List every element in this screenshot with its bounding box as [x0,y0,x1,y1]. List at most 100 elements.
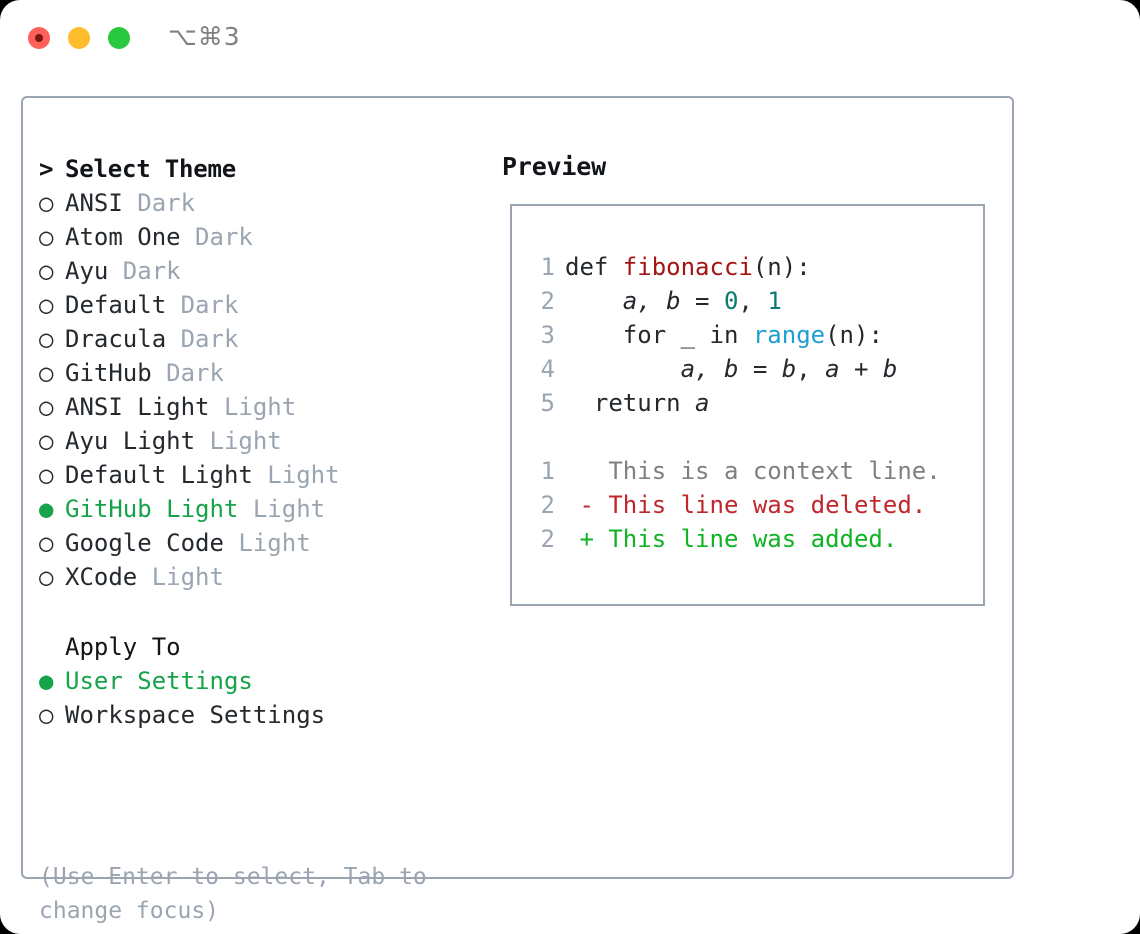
close-button[interactable] [28,27,50,49]
theme-list-item[interactable]: ● GitHub Light Light [39,492,479,526]
theme-name: ANSI [65,189,123,217]
radio-unselected-icon: ○ [39,701,54,729]
theme-variant: Light [223,529,311,557]
line-number: 2 [540,491,555,519]
line-number: 2 [540,525,555,553]
theme-list-item[interactable]: ○ANSI Light Light [39,390,479,424]
theme-variant: Dark [166,291,239,319]
line-number: 5 [540,389,555,417]
radio-unselected-icon: ○ [39,325,54,353]
diff-line: 2 + This line was added. [529,522,977,556]
theme-list-item[interactable]: ○Atom One Dark [39,220,479,254]
apply-to-header: Apply To [65,633,181,661]
window-title: ⌥⌘3 [168,22,241,51]
theme-variant: Dark [151,359,224,387]
code-token: b [781,355,797,383]
code-token: return [565,389,696,417]
radio-unselected-icon: ○ [39,427,54,455]
theme-name: Ayu Light [65,427,196,455]
code-token: (n): [752,253,811,281]
code-token: fibonacci [622,253,753,281]
diff-text: This is a context line. [565,457,941,485]
maximize-button[interactable] [108,27,130,49]
code-line: 3 for _ in range(n): [529,318,977,352]
line-number: 2 [540,287,555,315]
line-number: 1 [540,253,555,281]
code-token: (n): [825,321,883,349]
code-token: , [796,355,826,383]
theme-list-item[interactable]: ○ Default Dark [39,288,479,322]
code-line: 2 a, b = 0, 1 [529,284,977,318]
theme-name: Default [65,291,167,319]
code-token: 1 [767,287,782,315]
code-token: a, b [622,287,681,315]
theme-variant: Light [195,427,282,455]
apply-to-label: User Settings [65,667,253,695]
keyboard-hint: (Use Enter to select, Tab to change focu… [39,864,427,924]
code-spacer [529,420,977,454]
theme-variant: Dark [166,325,239,353]
radio-unselected-icon: ○ [39,189,54,217]
code-token [565,287,623,315]
theme-name: Default Light [65,461,253,489]
theme-picker-header-label: Select Theme [65,155,236,183]
theme-variant: Dark [108,257,181,285]
theme-variant: Dark [180,223,253,251]
diff-line: 1 This is a context line. [529,454,977,488]
section-spacer [39,594,479,630]
code-token: b [882,355,898,383]
theme-variant: Dark [122,189,196,217]
theme-name: GitHub Light [65,495,239,523]
diff-line: 2 - This line was deleted. [529,488,977,522]
radio-unselected-icon: ○ [39,563,54,591]
diff-text: - This line was deleted. [565,491,927,519]
radio-unselected-icon: ○ [39,291,54,319]
main-panel: >Select Theme ○ANSI Dark○Atom One Dark○A… [21,96,1014,924]
code-token: 0 [723,287,739,315]
line-number: 4 [540,355,555,383]
theme-list-item[interactable]: ○ Ayu Dark [39,254,479,288]
minimize-button[interactable] [68,27,90,49]
code-token: a [695,389,710,417]
code-token: , [738,287,768,315]
code-token: a [825,355,840,383]
theme-list-item[interactable]: ○GitHub Dark [39,356,479,390]
code-token [565,355,681,383]
theme-list-item[interactable]: ○ ANSI Dark [39,186,479,220]
theme-variant: Light [137,563,224,591]
code-token: for _ in [565,321,753,349]
theme-list-item[interactable]: ○ Default Light Light [39,458,479,492]
theme-variant: Light [252,461,340,489]
radio-selected-icon: ● [39,667,54,695]
code-line: 1 def fibonacci(n): [529,250,977,284]
radio-selected-icon: ● [39,495,54,523]
diff-text: + This line was added. [565,525,898,553]
code-token: range [752,321,826,349]
code-token: a, b [680,355,739,383]
theme-list-item[interactable]: ○ Dracula Dark [39,322,479,356]
code-token: def [565,253,623,281]
apply-to-list: ● User Settings ○Workspace Settings [39,664,479,732]
preview-title: Preview [502,152,606,181]
theme-name: ANSI Light [65,393,210,421]
radio-unselected-icon: ○ [39,257,54,285]
radio-unselected-icon: ○ [39,461,54,489]
theme-picker: >Select Theme ○ANSI Dark○Atom One Dark○A… [39,152,479,732]
radio-unselected-icon: ○ [39,359,54,387]
radio-unselected-icon: ○ [39,393,54,421]
apply-to-item[interactable]: ● User Settings [39,664,479,698]
theme-list-item[interactable]: ○Google Code Light [39,526,479,560]
theme-name: Dracula [65,325,167,353]
theme-variant: Light [238,495,326,523]
radio-unselected-icon: ○ [39,529,54,557]
theme-list-item[interactable]: ○ Ayu Light Light [39,424,479,458]
caret-icon: > [39,155,54,183]
theme-list-item[interactable]: ○XCode Light [39,560,479,594]
title-bar: ⌥⌘3 [0,0,1140,78]
code-token: + [839,355,883,383]
theme-name: Ayu [65,257,109,285]
apply-to-item[interactable]: ○Workspace Settings [39,698,479,732]
radio-unselected-icon: ○ [39,223,54,251]
